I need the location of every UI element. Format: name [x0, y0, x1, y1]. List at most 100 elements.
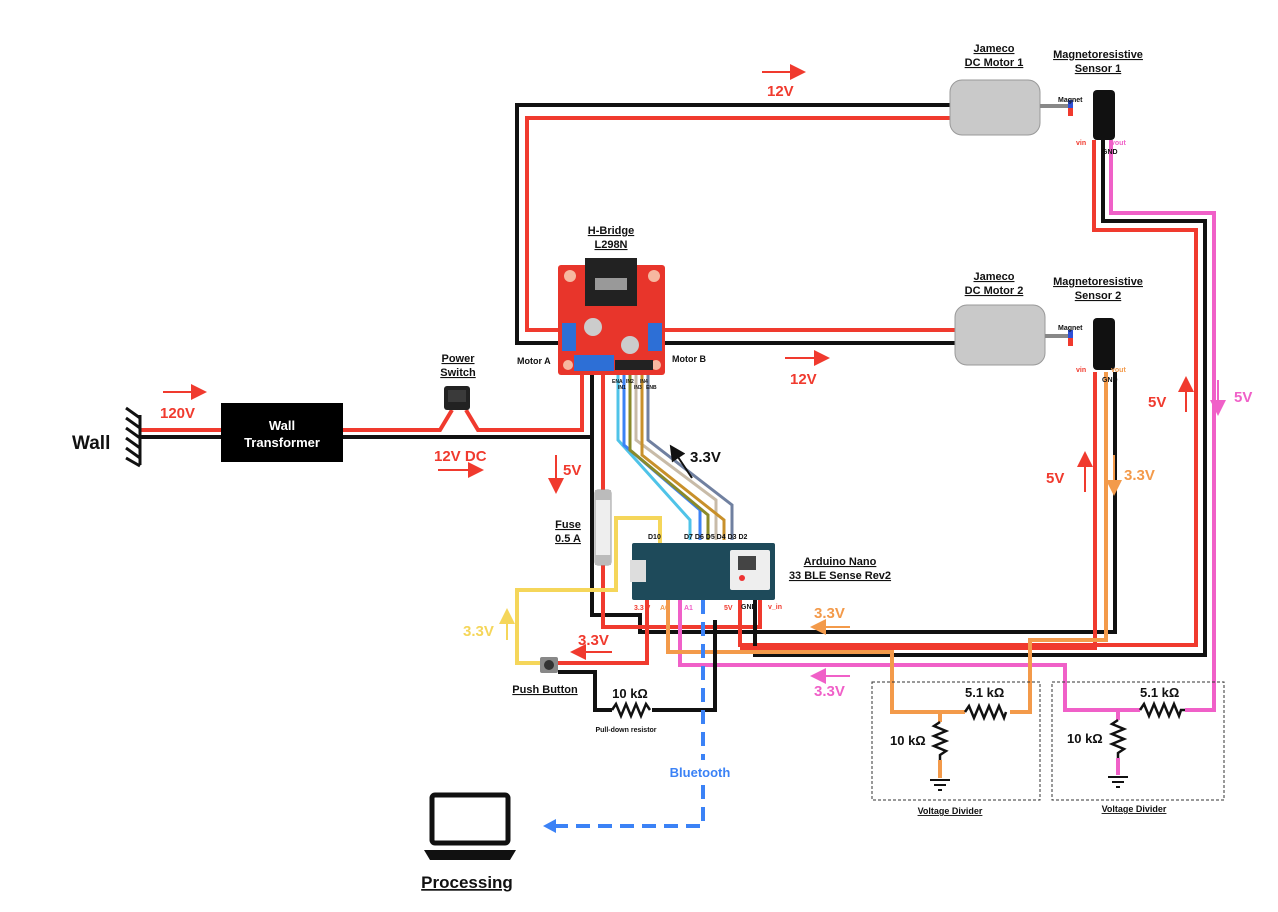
wire-in3: [634, 372, 718, 540]
power-switch[interactable]: [444, 386, 470, 410]
svg-text:vout: vout: [1111, 367, 1126, 374]
svg-text:Magnet: Magnet: [1058, 97, 1083, 104]
svg-text:120V: 120V: [160, 405, 195, 422]
wire-3v3-button: [558, 600, 649, 665]
sensor1-label-1: Magnetoresistive: [1053, 49, 1143, 61]
svg-text:12V: 12V: [790, 371, 817, 388]
voltage-labels: 120V 12V DC 12V 12V 5V 3.3V 3.3V 3.3V 3.…: [160, 83, 1252, 700]
svg-text:10 kΩ: 10 kΩ: [1067, 731, 1103, 746]
wire-motor1-black: [515, 103, 960, 345]
svg-text:GND: GND: [1102, 149, 1118, 156]
svg-text:D7 D6 D5 D4 D3 D2: D7 D6 D5 D4 D3 D2: [684, 534, 748, 541]
wire-a0: [666, 600, 965, 714]
motor-b-label: Motor B: [672, 354, 706, 364]
wire-ground-bus: [590, 372, 1117, 634]
current-arrows: [163, 64, 1226, 684]
wire-a1: [678, 600, 1140, 712]
svg-text:GND: GND: [1102, 377, 1118, 384]
wire-ena: [616, 372, 692, 540]
ground-icon: [1108, 776, 1128, 788]
h-bridge-board: [558, 258, 665, 375]
arduino-label-1: Arduino Nano: [804, 556, 877, 568]
sensor-pin-labels: Magnet vin vout GND Magnet vin vout GND: [1058, 97, 1126, 384]
svg-text:3.3V: 3.3V: [814, 605, 845, 622]
pulldown-value: 10 kΩ: [612, 686, 648, 701]
wire-sensor2-vout: [1010, 372, 1108, 714]
bluetooth-link: [550, 600, 705, 828]
vd1-resistor-10k-icon: [930, 720, 950, 760]
svg-text:IN2: IN2: [626, 379, 634, 385]
wall-label: Wall: [72, 433, 110, 454]
fuse-label-1: Fuse: [555, 519, 581, 531]
arduino-nano-board: [630, 543, 775, 600]
wall-transformer: [221, 403, 343, 462]
motor1-label-1: Jameco: [974, 43, 1015, 55]
vd2-resistor-51k-icon: [1138, 700, 1185, 720]
wire-sensor1-gnd: [753, 140, 1207, 657]
wires: [140, 103, 1216, 833]
voltage-divider-2: [1051, 681, 1225, 801]
svg-text:5V: 5V: [724, 605, 733, 612]
svg-text:v_in: v_in: [768, 604, 782, 611]
motor2-label-2: DC Motor 2: [965, 285, 1024, 297]
dc-motor-2: [954, 304, 1073, 366]
h-bridge-label-2: L298N: [594, 239, 627, 251]
svg-text:5V: 5V: [1234, 389, 1252, 406]
svg-text:D10: D10: [648, 534, 661, 541]
svg-text:GND: GND: [741, 604, 757, 611]
push-button[interactable]: [540, 657, 558, 673]
bluetooth-label: Bluetooth: [670, 765, 731, 780]
dc-motor-1: [949, 79, 1073, 136]
svg-text:Magnet: Magnet: [1058, 325, 1083, 332]
wire-sensor1-vin: [738, 140, 1198, 647]
wire-sensor1-vout: [1109, 140, 1216, 712]
svg-text:12V: 12V: [767, 83, 794, 100]
wall-symbol: [125, 406, 142, 468]
svg-text:ENB: ENB: [646, 385, 657, 391]
transformer-label-1: Wall: [269, 418, 295, 433]
vd1-resistor-51k-icon: [963, 702, 1008, 722]
laptop-icon: [424, 792, 516, 860]
svg-text:vout: vout: [1111, 140, 1126, 147]
arrow-head-icon: [543, 819, 556, 833]
wire-enb: [646, 372, 734, 540]
wire-12v-to-switch: [343, 408, 454, 432]
wire-motor1-red: [525, 116, 960, 332]
arduino-label-2: 33 BLE Sense Rev2: [789, 570, 891, 582]
arduino-pin-labels: D10 D7 D6 D5 D4 D3 D2 3.3 V A0 A1 5V GND…: [634, 534, 782, 612]
power-switch-label-2: Switch: [440, 367, 476, 379]
transformer-label-2: Transformer: [244, 435, 320, 450]
svg-text:5V: 5V: [563, 462, 581, 479]
sensor2-label-1: Magnetoresistive: [1053, 276, 1143, 288]
fuse: [594, 489, 612, 566]
voltage-divider-1: [871, 681, 1041, 801]
processing-label: Processing: [421, 873, 513, 892]
wire-pulldown: [558, 620, 717, 712]
svg-text:3.3 V: 3.3 V: [634, 605, 651, 612]
svg-text:vin: vin: [1076, 367, 1086, 374]
svg-text:ENA: ENA: [612, 379, 623, 385]
svg-text:12V DC: 12V DC: [434, 448, 487, 465]
vd2-label: Voltage Divider: [1102, 804, 1167, 814]
svg-text:3.3V: 3.3V: [578, 632, 609, 649]
motor2-label-1: Jameco: [974, 271, 1015, 283]
svg-text:IN1: IN1: [618, 385, 626, 391]
svg-text:vin: vin: [1076, 140, 1086, 147]
magnetoresistive-sensor-1: [1093, 90, 1115, 140]
svg-text:IN3: IN3: [634, 385, 642, 391]
pulldown-label: Pull-down resistor: [595, 727, 656, 734]
push-button-label: Push Button: [512, 684, 578, 696]
wire-in4: [640, 372, 726, 540]
svg-text:3.3V: 3.3V: [1124, 467, 1155, 484]
wire-switch-to-hbridge: [464, 372, 584, 432]
svg-text:IN4: IN4: [640, 379, 648, 385]
svg-text:3.3V: 3.3V: [690, 449, 721, 466]
svg-text:A0: A0: [660, 605, 669, 612]
svg-text:5.1 kΩ: 5.1 kΩ: [965, 685, 1004, 700]
wire-in2: [628, 372, 710, 540]
wire-sensor2-vin: [740, 372, 1097, 650]
vd1-label: Voltage Divider: [918, 806, 983, 816]
divider-values: 5.1 kΩ 10 kΩ 5.1 kΩ 10 kΩ: [890, 685, 1179, 748]
vd2-resistor-10k-icon: [1108, 718, 1128, 758]
svg-text:3.3V: 3.3V: [814, 683, 845, 700]
